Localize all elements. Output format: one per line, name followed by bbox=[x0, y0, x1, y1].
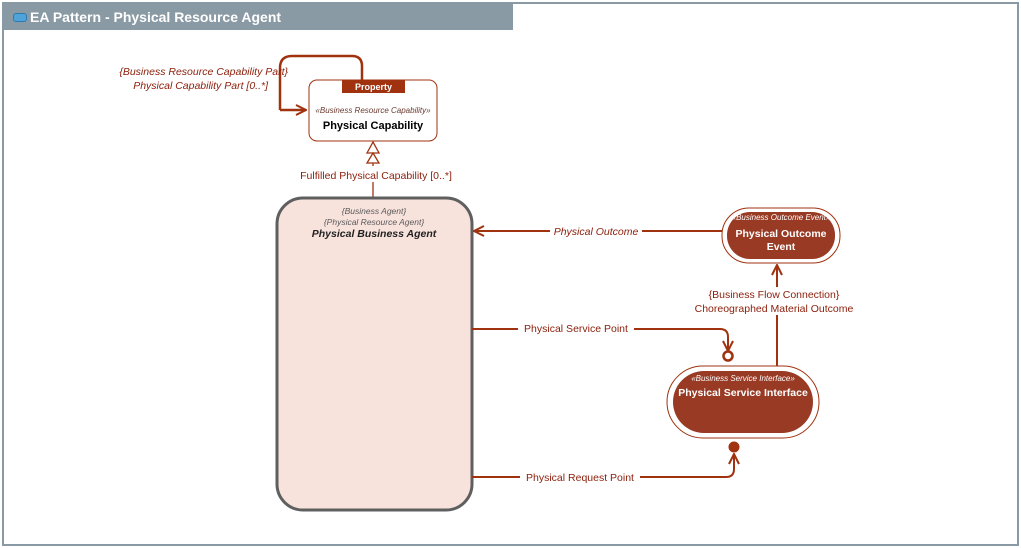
flow-stereotype: {Business Flow Connection} bbox=[709, 289, 840, 301]
capability-self-link[interactable] bbox=[278, 54, 364, 110]
outcome-event-node[interactable]: «Business Outcome Event» Physical Outcom… bbox=[721, 207, 841, 264]
outcome-label: Physical Outcome bbox=[554, 226, 639, 238]
service-point-port[interactable] bbox=[722, 350, 734, 362]
service-interface-inner bbox=[673, 371, 813, 433]
request-point-label: Physical Request Point bbox=[526, 472, 634, 484]
fulfilled-label: Fulfilled Physical Capability [0..*] bbox=[300, 170, 452, 182]
agent-stereotype-2: {Physical Resource Agent} bbox=[324, 217, 424, 227]
capability-name: Physical Capability bbox=[323, 120, 424, 132]
property-badge-label: Property bbox=[355, 82, 392, 92]
self-link-role: Physical Capability Part [0..*] bbox=[133, 80, 269, 92]
agent-node[interactable]: {Business Agent} {Physical Resource Agen… bbox=[275, 196, 474, 512]
property-badge bbox=[342, 80, 405, 93]
service-interface-node[interactable]: «Business Service Interface» Physical Se… bbox=[666, 365, 820, 439]
diagram-icon bbox=[13, 13, 27, 22]
flow-label-bg bbox=[692, 287, 856, 315]
diagram-title-bar: EA Pattern - Physical Resource Agent bbox=[4, 4, 513, 30]
self-link-stereotype: {Business Resource Capability Part} bbox=[119, 66, 288, 78]
service-point-label-bg bbox=[518, 322, 634, 336]
outcome-label-bg bbox=[550, 224, 642, 238]
agent-name: Physical Business Agent bbox=[312, 228, 437, 240]
fulfilled-arrowhead-2 bbox=[365, 151, 381, 164]
request-point-connector[interactable] bbox=[472, 454, 734, 478]
outcome-event-stereotype: «Business Outcome Event» bbox=[732, 213, 831, 222]
diagram-title: EA Pattern - Physical Resource Agent bbox=[30, 9, 282, 25]
service-point-label: Physical Service Point bbox=[524, 323, 628, 335]
flow-name: Choreographed Material Outcome bbox=[695, 303, 854, 315]
outcome-event-name-2: Event bbox=[767, 241, 796, 253]
agent-box bbox=[275, 196, 474, 512]
service-interface-name: Physical Service Interface bbox=[678, 387, 808, 399]
service-point-connector[interactable] bbox=[472, 328, 728, 351]
outcome-event-inner bbox=[727, 212, 835, 259]
agent-stereotype-1: {Business Agent} bbox=[342, 206, 407, 216]
capability-stereotype: «Business Resource Capability» bbox=[315, 106, 431, 115]
service-interface-stereotype: «Business Service Interface» bbox=[691, 374, 795, 383]
request-point-label-bg bbox=[520, 470, 640, 484]
request-point-port[interactable] bbox=[728, 441, 740, 453]
capability-node[interactable]: Property «Business Resource Capability» … bbox=[308, 79, 438, 142]
outcome-event-name-1: Physical Outcome bbox=[735, 228, 826, 240]
